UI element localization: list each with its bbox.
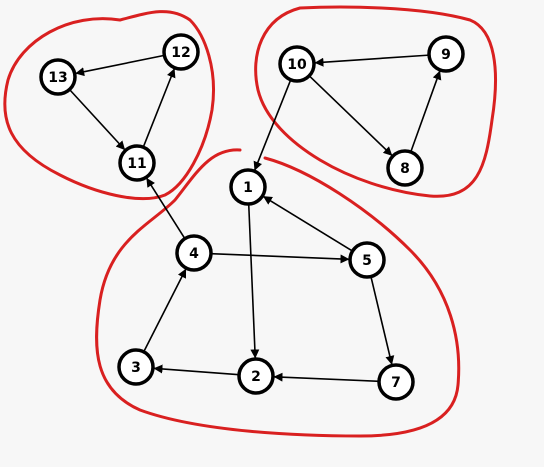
edge-4-to-11 [145,177,186,240]
edge-3-to-4 [142,268,187,353]
node-label: 2 [251,369,261,385]
edge-13-to-11 [68,88,126,151]
edge-7-to-2 [273,372,380,383]
node-circle [386,149,424,187]
node-1: 1 [229,168,267,206]
node-circle [175,234,213,272]
node-13: 13 [39,58,77,96]
node-label: 4 [189,246,199,262]
node-7: 7 [377,363,415,401]
node-9: 9 [427,35,465,73]
edge-8-to-9 [410,70,442,153]
node-label: 9 [441,47,451,63]
node-circle [162,33,200,71]
edge-9-to-10 [314,54,430,67]
node-circle [39,58,77,96]
edge-10-to-8 [308,75,393,157]
node-8: 8 [386,149,424,187]
group-outline-scc-1-2-3-4-5-7 [95,148,461,438]
edge-11-to-12 [142,68,176,148]
node-circle [118,144,156,182]
node-circle [427,35,465,73]
node-label: 8 [400,161,410,177]
node-label: 1 [243,180,253,196]
node-label: 10 [287,57,307,73]
edge-1-to-2 [247,203,260,359]
node-label: 5 [362,253,372,269]
edge-10-to-1 [253,79,292,171]
edge-5-to-7 [370,276,395,365]
node-circle [117,348,155,386]
node-circle [229,168,267,206]
node-10: 10 [278,45,316,83]
node-label: 7 [391,375,401,391]
edge-2-to-3 [153,364,240,376]
node-label: 12 [171,45,190,61]
edges [68,54,442,383]
node-label: 11 [127,156,146,172]
group-outline-scc-11-12-13 [3,10,215,201]
node-circle [348,241,386,279]
edge-5-to-1 [262,195,353,252]
node-3: 3 [117,348,155,386]
node-2: 2 [237,357,275,395]
node-label: 3 [131,360,141,376]
edge-4-to-5 [210,252,350,264]
node-circle [278,45,316,83]
group-outlines [3,5,498,438]
node-label: 13 [48,70,67,86]
node-12: 12 [162,33,200,71]
group-outline-scc-8-9-10 [254,5,498,198]
node-4: 4 [175,234,213,272]
node-5: 5 [348,241,386,279]
node-11: 11 [118,144,156,182]
node-circle [377,363,415,401]
edge-12-to-13 [75,54,165,77]
node-circle [237,357,275,395]
